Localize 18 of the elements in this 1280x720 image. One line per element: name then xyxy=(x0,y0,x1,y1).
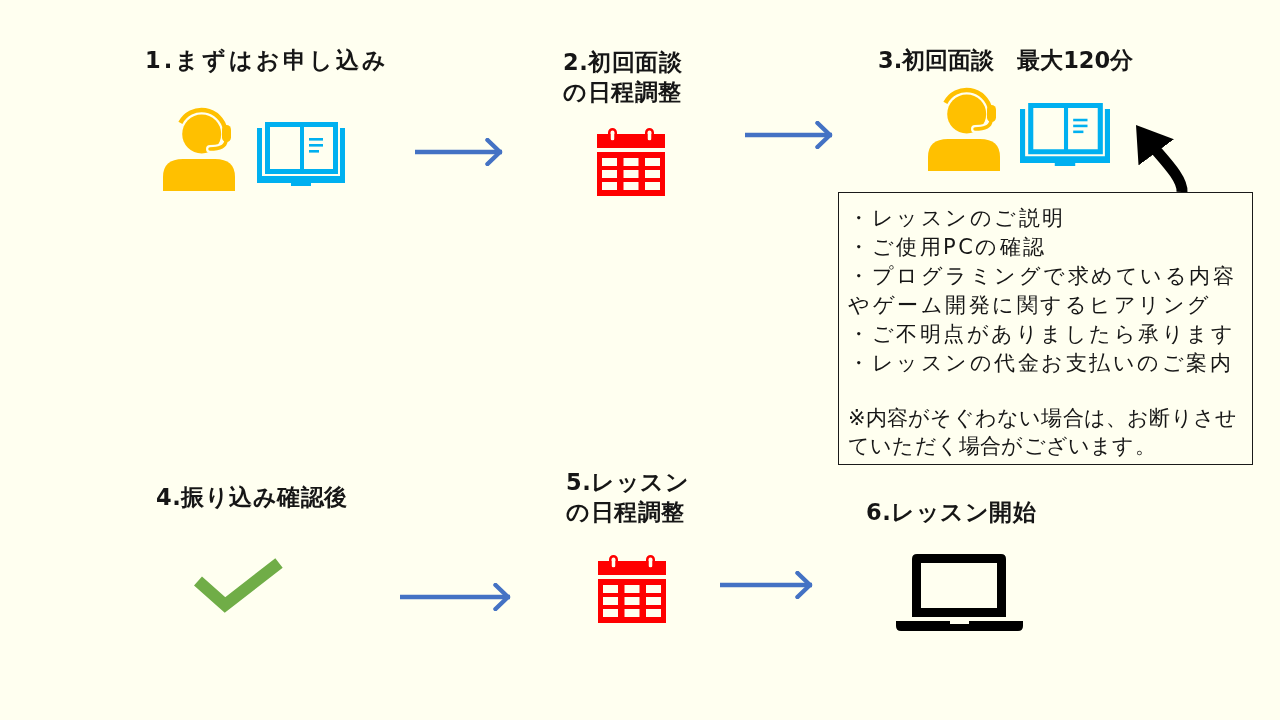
arrow xyxy=(400,582,511,612)
list-item: ・レッスンの代金お支払いのご案内 xyxy=(848,350,1234,377)
arrow xyxy=(745,120,833,150)
step-heading: 6.レッスン開始 xyxy=(866,498,1037,527)
step-heading: 2.初回面談の日程調整 xyxy=(563,48,684,107)
step-heading: 1.まずはお申し込み xyxy=(145,46,390,75)
list-item: ・ご使用PCの確認 xyxy=(848,234,1048,261)
note-text: ※内容がそぐわない場合は、お断りさせていただく場合がございます。 xyxy=(848,405,1238,460)
list-item: ・ご不明点がありましたら承ります xyxy=(848,321,1236,348)
list-item: ・プログラミングで求めている内容やゲーム開発に関するヒアリング xyxy=(848,263,1237,319)
step-heading: 4.振り込み確認後 xyxy=(156,483,348,512)
list-item: ・レッスンのご説明 xyxy=(848,205,1067,232)
step-heading: 5.レッスンの日程調整 xyxy=(566,468,690,527)
notes-panel xyxy=(838,192,1253,465)
curved-arrow xyxy=(1135,125,1188,193)
step-heading: 3.初回面談 最大120分 xyxy=(878,46,1134,75)
arrow xyxy=(720,570,813,600)
arrow xyxy=(415,137,503,167)
